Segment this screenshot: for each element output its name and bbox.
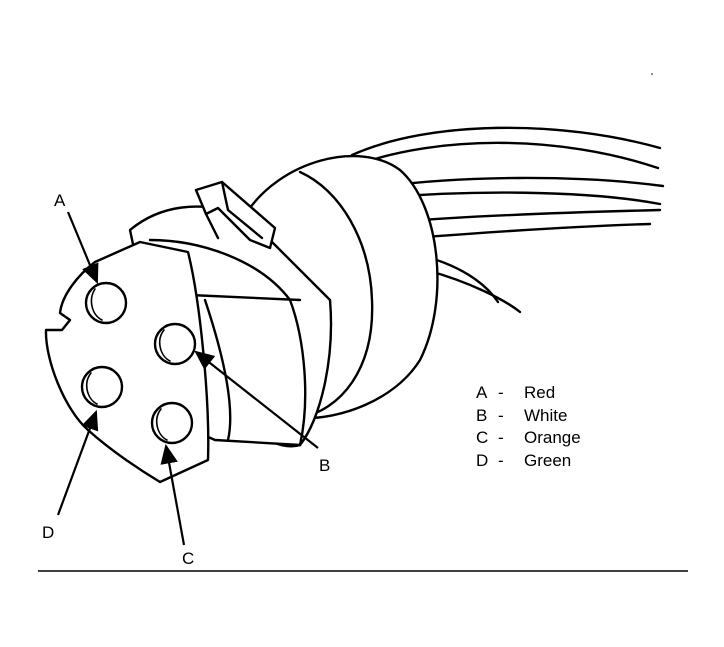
callout-c: C [182,549,194,568]
legend-key: B [476,405,488,425]
legend-key: A [476,383,488,402]
legend-row-c: C - Orange [476,427,581,450]
terminal-d [80,365,124,409]
leader-line-c [160,443,186,546]
legend-dash: - [498,405,504,425]
wire-color-legend: A - Red B - White C - Orange D - Green [476,382,581,472]
legend-row-a: A - Red [476,382,581,405]
leader-line-b [194,350,319,449]
terminal-c [150,401,194,445]
legend-key: D [476,450,489,470]
legend-color: Green [524,450,572,470]
legend-color: White [524,405,568,425]
callout-d: D [42,523,54,542]
terminal-a [84,281,128,325]
callout-b: B [319,456,330,475]
legend-row-b: B - White [476,405,581,428]
legend-row-d: D - Green [476,450,581,473]
legend-dash: - [498,450,504,470]
legend-key: C [476,428,489,447]
callout-a: A [54,191,66,210]
terminal-b [153,322,197,366]
stray-mark [651,73,653,75]
legend-color: Orange [524,428,581,447]
legend-dash: - [498,428,504,447]
leader-line-a [66,211,99,285]
legend-color: Red [524,383,556,402]
legend-dash: - [498,383,504,402]
leader-line-d [56,409,99,516]
